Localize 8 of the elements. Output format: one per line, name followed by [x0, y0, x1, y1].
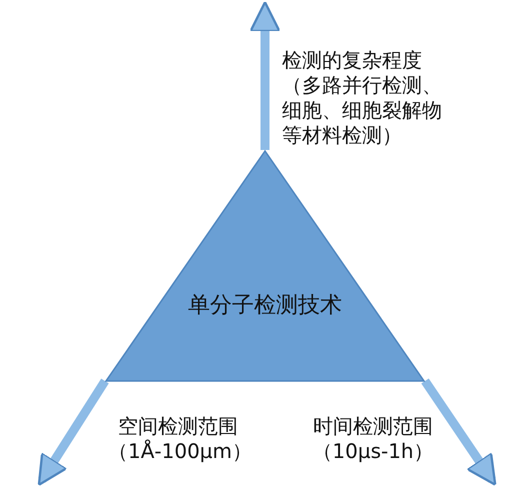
node-title: 单分子检测技术 — [187, 292, 343, 320]
axis-label: 时间检测范围 — [312, 414, 434, 439]
axis-label: 空间检测范围 — [117, 414, 239, 439]
axis-label: 检测的复杂程度 — [282, 48, 423, 73]
axis-label: （1Å-100μm） — [108, 439, 248, 464]
axis-label: （多路并行检测、细胞、细胞裂解物等材料检测） — [282, 73, 443, 148]
axis-label: （10μs-1h） — [311, 439, 435, 464]
triangle-shape — [105, 150, 425, 382]
